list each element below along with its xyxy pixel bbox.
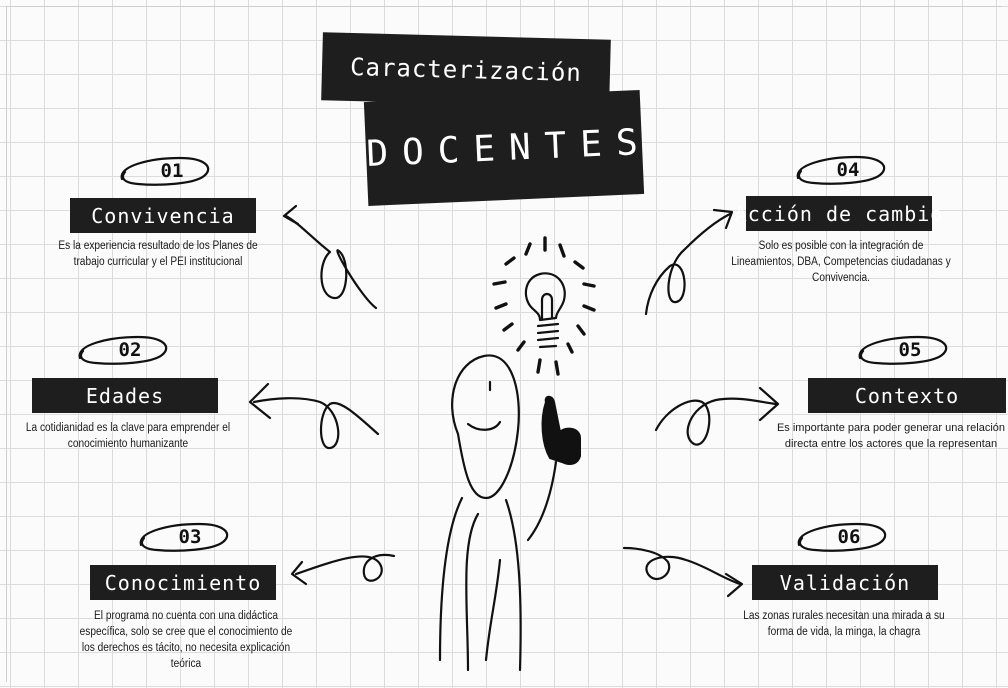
number-03: 03 <box>178 526 202 548</box>
desc-validacion: Las zonas rurales necesitan una mirada a… <box>726 608 962 640</box>
desc-line: directa entre los actores que la represe… <box>784 438 998 450</box>
badge-oval-06 <box>797 522 887 552</box>
lightbulb-base-3 <box>536 336 560 342</box>
arrow-head-conocimiento <box>290 560 308 586</box>
number-06: 06 <box>837 526 861 548</box>
desc-line: Convivencia. <box>812 272 870 284</box>
desc-line: Es la experiencia resultado de los Plane… <box>58 240 258 252</box>
desc-edades: La cotidianidad es la clave para emprend… <box>15 420 240 452</box>
desc-convivencia: Es la experiencia resultado de los Plane… <box>37 238 280 270</box>
arrow-to-convivencia <box>284 214 378 310</box>
number-05: 05 <box>898 339 922 361</box>
arrow-to-accion <box>644 212 732 316</box>
label-convivencia: Convivencia <box>70 198 256 233</box>
label-contexto: Contexto <box>808 378 1006 413</box>
arrow-head-validacion <box>724 572 744 598</box>
arrow-head-contexto <box>758 386 780 422</box>
label-edades: Edades <box>32 378 218 413</box>
thumbs-up-icon <box>541 395 581 465</box>
person-head <box>451 354 520 500</box>
desc-line: Es importante para poder generar una rel… <box>776 422 1006 434</box>
desc-conocimiento: El programa no cuenta con una didáctica … <box>63 608 309 672</box>
desc-line: trabajo curricular y el PEI instituciona… <box>73 256 243 268</box>
title-line-2: DOCENTES <box>363 90 652 206</box>
badge-oval-02 <box>78 335 168 365</box>
badge-oval-04 <box>796 155 886 185</box>
person-left-arm <box>438 496 464 662</box>
arrow-head-accion <box>712 208 734 230</box>
desc-contexto: Es importante para poder generar una rel… <box>774 420 1008 452</box>
person-body <box>465 512 480 672</box>
desc-line: los derechos es tácito, no necesita expl… <box>81 642 291 654</box>
lightbulb-rays-icon <box>492 236 596 376</box>
arrow-to-edades <box>252 397 380 450</box>
desc-line: Lineamientos, DBA, Competencias ciudadan… <box>731 256 951 268</box>
person-leg-gap <box>484 558 502 662</box>
arrow-to-contexto <box>654 397 778 446</box>
desc-line: forma de vida, la minga, la chagra <box>767 626 921 638</box>
desc-line: La cotidianidad es la clave para emprend… <box>25 422 231 434</box>
badge-oval-05 <box>858 335 948 365</box>
desc-accion-de-cambio: Solo es posible con la integración de Li… <box>717 238 965 286</box>
number-01: 01 <box>160 160 184 182</box>
person-smile <box>466 420 502 431</box>
lightbulb-base-2 <box>536 329 560 335</box>
number-04: 04 <box>836 159 860 181</box>
desc-line: Las zonas rurales necesitan una mirada a… <box>743 610 945 622</box>
person-right-side <box>504 498 522 672</box>
person-arm-up <box>526 460 558 542</box>
desc-line: específica, solo se cree que el conocimi… <box>79 626 293 638</box>
desc-line: conocimiento humanizante <box>67 438 189 450</box>
lightbulb-icon <box>524 272 566 322</box>
arrow-head-convivencia <box>282 204 300 226</box>
label-conocimiento: Conocimiento <box>90 565 276 600</box>
number-02: 02 <box>118 339 142 361</box>
label-validacion: Validación <box>752 565 938 600</box>
arrow-to-validacion <box>622 546 742 586</box>
desc-line: teórica <box>170 658 202 670</box>
lightbulb-filament <box>540 292 554 320</box>
badge-oval-01 <box>120 156 210 186</box>
label-accion-de-cambio: Acción de cambio <box>735 196 942 231</box>
lightbulb-base-4 <box>538 344 558 349</box>
badge-oval-03 <box>139 522 229 552</box>
desc-line: El programa no cuenta con una didáctica <box>94 610 278 622</box>
lightbulb-base-1 <box>536 322 560 328</box>
arrow-to-conocimiento <box>294 553 396 582</box>
arrow-head-edades <box>248 382 272 420</box>
canvas-frame <box>6 6 1002 682</box>
desc-line: Solo es posible con la integración de <box>758 240 924 252</box>
